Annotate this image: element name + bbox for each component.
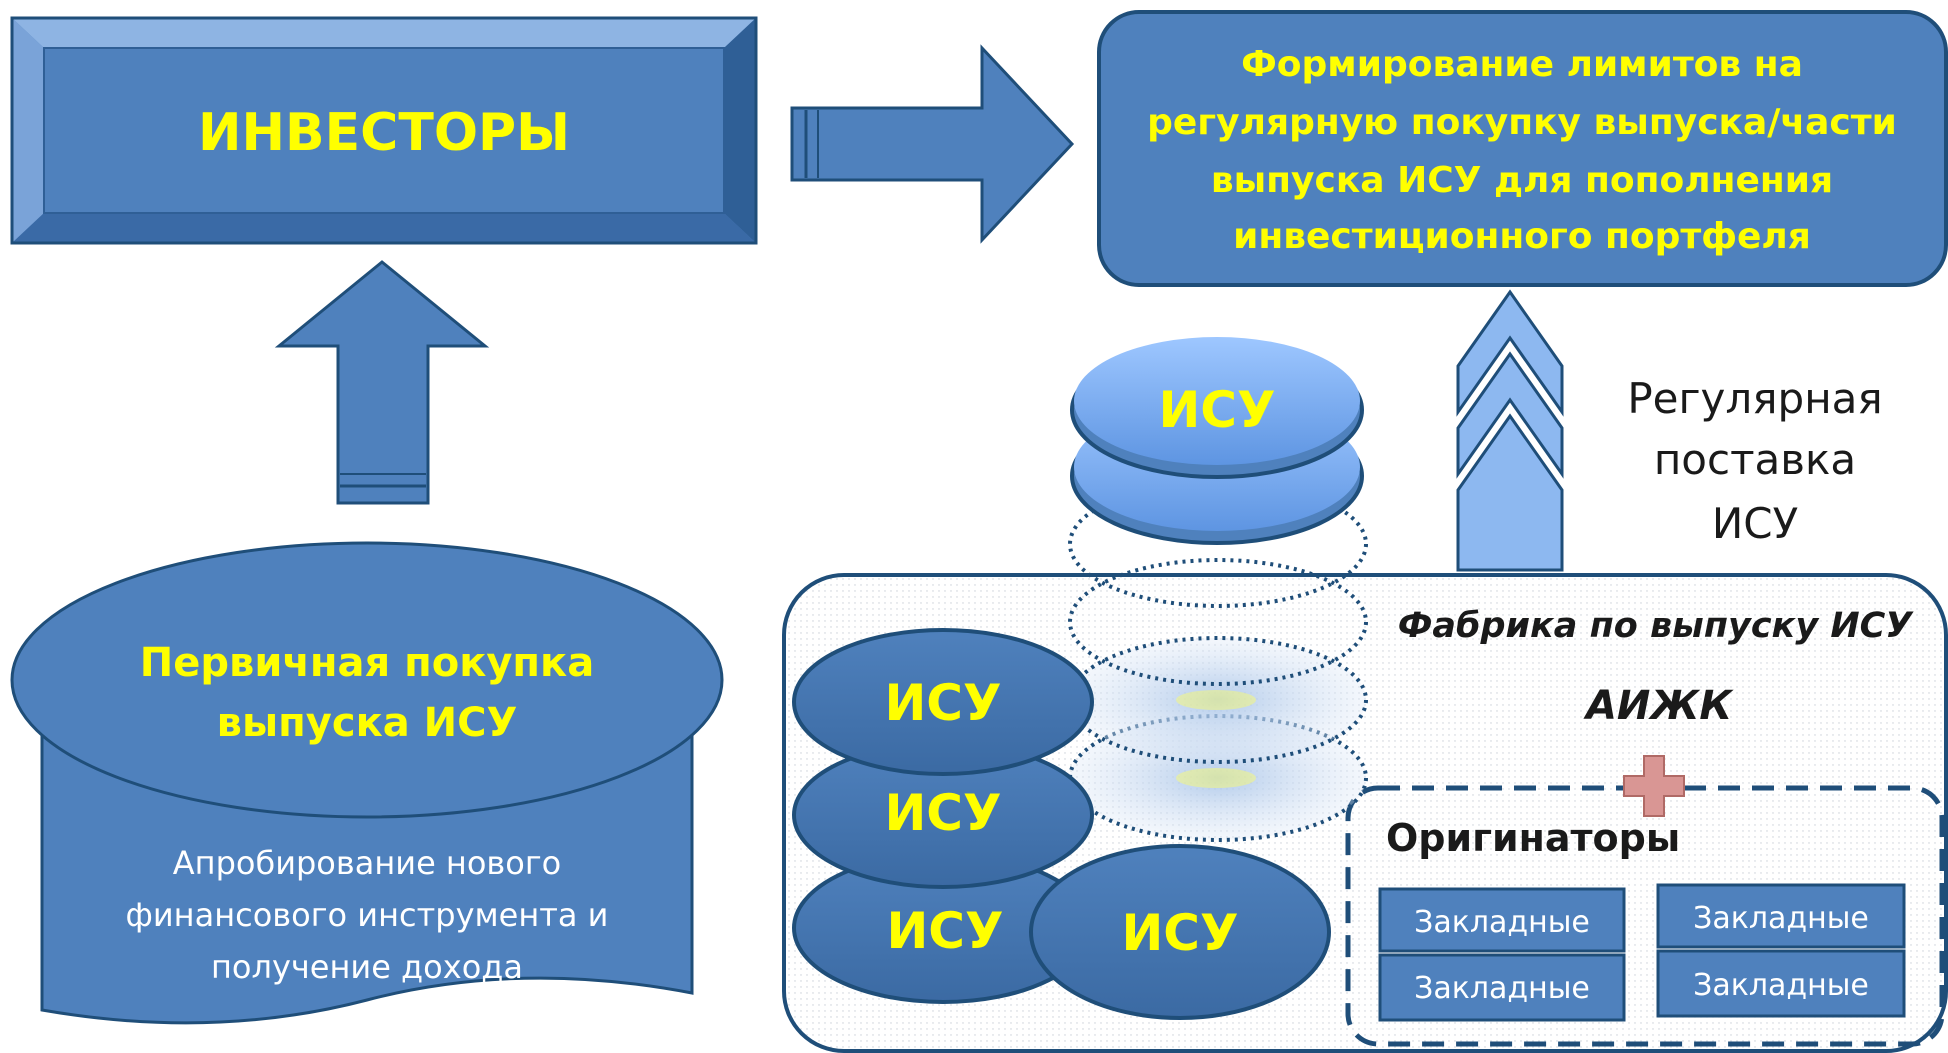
coin-single: ИСУ xyxy=(1029,844,1331,1020)
coin-stack-top: ИСУ xyxy=(1070,337,1364,545)
limits-line-1: Формирование лимитов на xyxy=(1241,44,1803,85)
limits-line-4: инвестиционного портфеля xyxy=(1233,216,1811,257)
plus-icon xyxy=(1623,755,1685,817)
primary-purchase-shape: Первичная покупка выпуска ИСУ Апробирова… xyxy=(10,541,724,1025)
mortgage-group-right: Закладные Закладные xyxy=(1656,883,1906,1018)
primary-title-line-1: Первичная покупка xyxy=(140,640,594,686)
mortgage-group-left: Закладные Закладные xyxy=(1378,887,1626,1022)
coin-label-single: ИСУ xyxy=(1121,904,1238,962)
factory-org: АИЖК xyxy=(1583,683,1734,729)
right-arrow-icon xyxy=(790,44,1075,244)
supply-label: Регулярная поставка ИСУ xyxy=(1627,374,1882,548)
primary-note-line-3: получение дохода xyxy=(211,948,523,986)
mortgage-label-1: Закладные xyxy=(1414,905,1590,940)
primary-title-line-2: выпуска ИСУ xyxy=(217,700,518,746)
coin-label-left-3: ИСУ xyxy=(886,902,1003,960)
limits-line-3: выпуска ИСУ для пополнения xyxy=(1211,160,1833,201)
mortgage-label-4: Закладные xyxy=(1693,968,1869,1003)
factory-title: Фабрика по выпуску ИСУ xyxy=(1398,606,1915,646)
up-arrow-icon xyxy=(274,260,490,505)
limits-box: Формирование лимитов на регулярную покуп… xyxy=(1097,10,1948,287)
mortgage-label-3: Закладные xyxy=(1693,901,1869,936)
originators-box: Оригинаторы xyxy=(1345,785,1945,1047)
coin-label-left-2: ИСУ xyxy=(884,784,1001,842)
investors-box: ИНВЕСТОРЫ xyxy=(10,16,758,245)
chevron-up-icon xyxy=(1456,289,1564,572)
coin-label-top: ИСУ xyxy=(1158,381,1275,439)
primary-note-line-2: финансового инструмента и xyxy=(126,896,609,934)
supply-line-2: поставка xyxy=(1654,435,1856,484)
supply-line-3: ИСУ xyxy=(1712,499,1798,548)
primary-note-line-1: Апробирование нового xyxy=(173,844,562,882)
originators-label: Оригинаторы xyxy=(1386,816,1680,860)
limits-line-2: регулярную покупку выпуска/части xyxy=(1147,102,1897,143)
coin-stack-left: ИСУ ИСУ ИСУ xyxy=(792,628,1094,1004)
investors-label: ИНВЕСТОРЫ xyxy=(198,103,570,163)
coin-label-left-1: ИСУ xyxy=(884,674,1001,732)
supply-line-1: Регулярная xyxy=(1627,374,1882,423)
mortgage-label-2: Закладные xyxy=(1414,971,1590,1006)
ghost-coin-stack xyxy=(1068,480,1368,842)
